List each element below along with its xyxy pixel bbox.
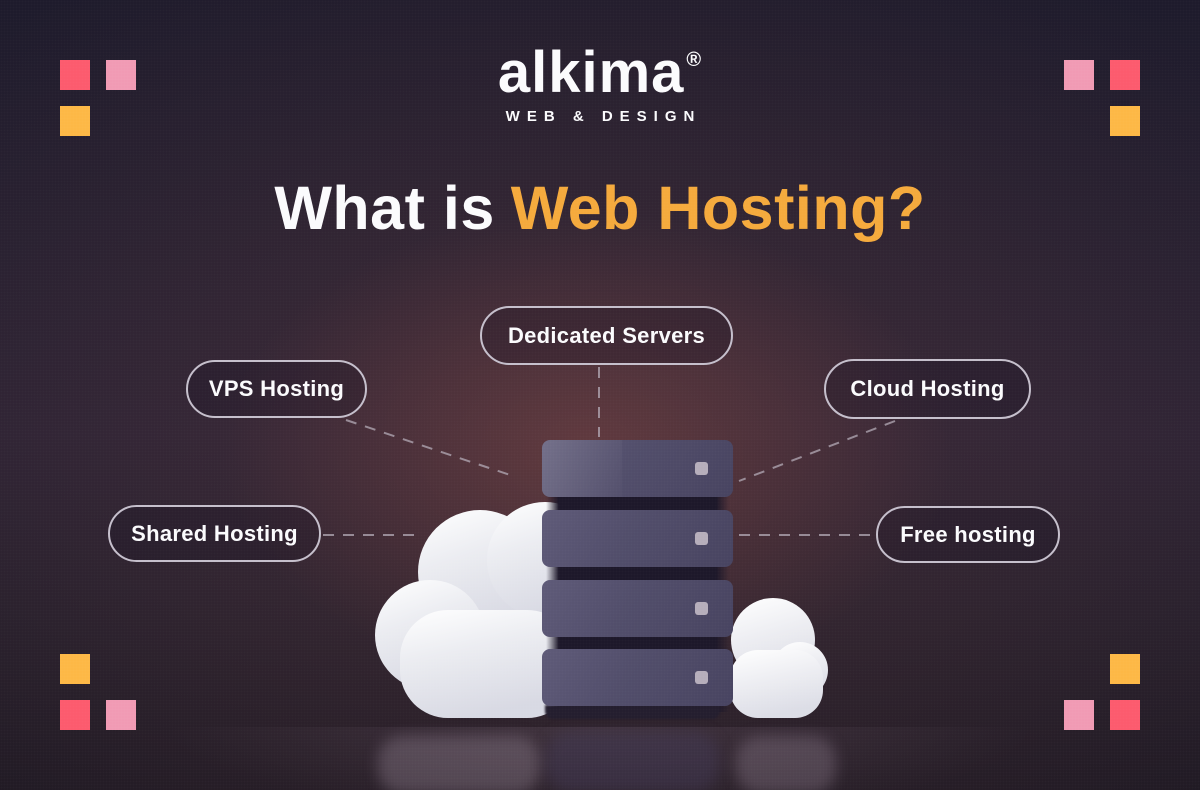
decor-square-pink [1064, 60, 1094, 90]
decor-square-orange [60, 654, 90, 684]
decor-square-orange [60, 106, 90, 136]
server-pedestal-shadow [545, 705, 720, 719]
logo-tagline: WEB & DESIGN [505, 108, 702, 125]
server-indicator-light [695, 602, 708, 615]
decor-square-pink [106, 700, 136, 730]
server-reflection [546, 732, 719, 790]
registered-trademark-icon: ® [686, 49, 703, 71]
pill-free-hosting: Free hosting [876, 506, 1060, 563]
title-highlight: Web Hosting? [510, 174, 926, 242]
connector-vps-hosting [345, 419, 517, 478]
pill-shared-hosting: Shared Hosting [108, 505, 321, 562]
connector-cloud-hosting [738, 420, 896, 482]
pill-vps-hosting: VPS Hosting [186, 360, 367, 418]
logo: alkima® WEB & DESIGN [0, 44, 1200, 126]
decor-square-pink [106, 60, 136, 90]
server-unit [542, 440, 733, 497]
title-prefix: What is [274, 174, 495, 242]
server-stack-icon [542, 440, 733, 719]
cloud-right-icon [730, 598, 828, 718]
pill-cloud-hosting: Cloud Hosting [824, 359, 1031, 419]
server-indicator-light [695, 532, 708, 545]
pill-label: Dedicated Servers [507, 322, 706, 348]
pill-label: VPS Hosting [208, 376, 345, 401]
cloud-reflection [378, 736, 540, 790]
decor-square-red [1110, 60, 1140, 90]
decor-square-red [60, 60, 90, 90]
server-unit [542, 649, 733, 706]
pill-dedicated-servers: Dedicated Servers [480, 306, 733, 365]
logo-wordmark: alkima® [0, 44, 1200, 102]
pill-label: Free hosting [900, 521, 1036, 547]
pill-label: Cloud Hosting [850, 376, 1005, 401]
server-indicator-light [695, 462, 708, 475]
floor-glow [0, 727, 1200, 790]
server-unit [542, 510, 733, 567]
server-unit [542, 580, 733, 637]
decor-square-red [60, 700, 90, 730]
pill-label: Shared Hosting [131, 520, 298, 546]
decor-square-orange [1110, 654, 1140, 684]
decor-square-pink [1064, 700, 1094, 730]
logo-name-text: alkima [497, 40, 685, 105]
server-indicator-light [695, 671, 708, 684]
decor-square-red [1110, 700, 1140, 730]
decor-square-orange [1110, 106, 1140, 136]
cloud-reflection [736, 736, 836, 790]
